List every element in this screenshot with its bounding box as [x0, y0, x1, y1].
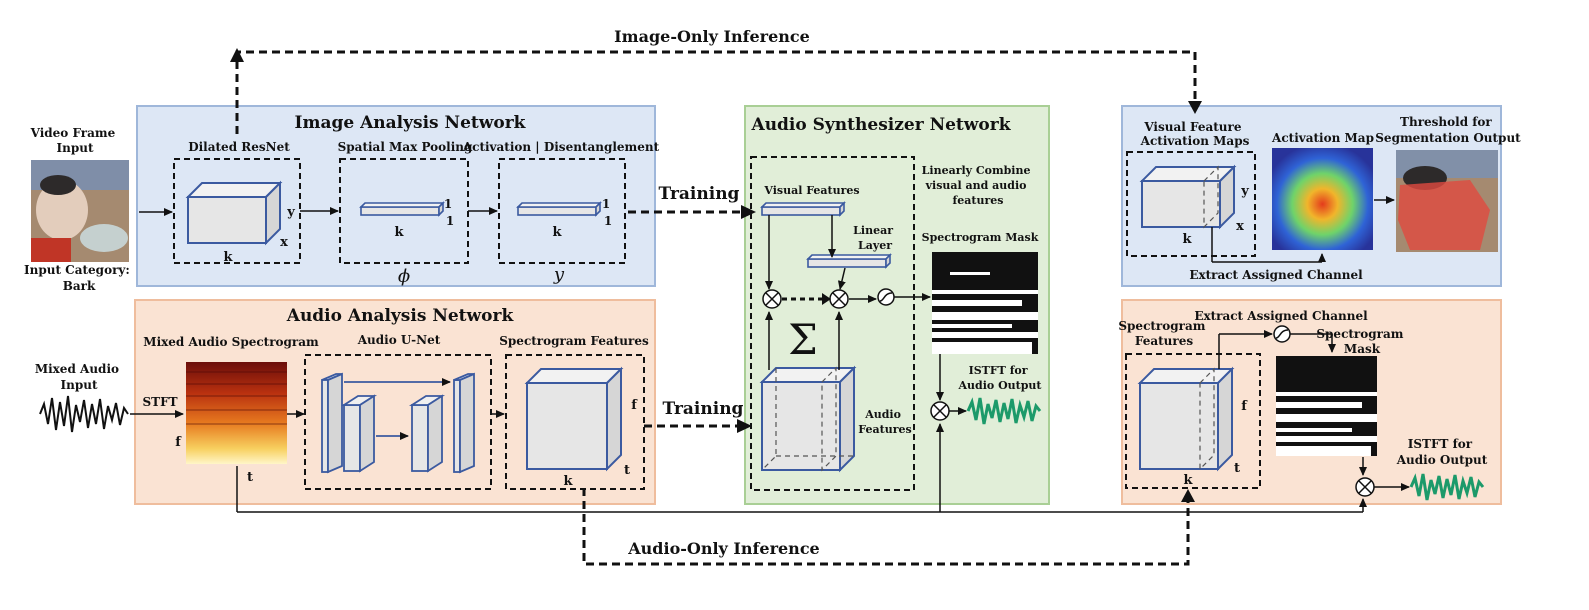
- video-frame-input-label: Video Frame Input: [30, 126, 120, 155]
- dilated-resnet-box: [173, 158, 301, 264]
- audio-only-inference-arrow: [582, 488, 1190, 566]
- training-label-audio: Training: [663, 399, 744, 419]
- specfeat-dim-f: f: [631, 398, 638, 413]
- image-net-title: Image Analysis Network: [295, 113, 527, 133]
- unet-blocks: [321, 372, 475, 474]
- synth-net-title: Audio Synthesizer Network: [751, 115, 1012, 135]
- image-only-inference-label: Image-Only Inference: [614, 27, 810, 46]
- sum-symbol: Σ: [788, 315, 818, 364]
- segmentation-output-image: [1396, 150, 1498, 252]
- audio-net-title: Audio Analysis Network: [286, 306, 515, 326]
- training-label-image: Training: [659, 184, 740, 204]
- synth-istft-label: ISTFT for Audio Output: [958, 364, 1043, 392]
- y-symbol: y: [553, 264, 565, 285]
- resnet-feature-cube: [185, 180, 283, 246]
- rt-dim-x: x: [1236, 219, 1244, 234]
- act-dim-1b: 1: [604, 214, 612, 228]
- spec-features-cube: [524, 366, 624, 472]
- audio-only-inference-label: Audio-Only Inference: [627, 539, 819, 558]
- phi-symbol: ϕ: [398, 266, 410, 287]
- threshold-label: Threshold for Segmentation Output: [1375, 115, 1521, 145]
- rb-spec-features-label: Spectrogram Features: [1118, 319, 1209, 348]
- rb-dim-t: t: [1234, 461, 1240, 476]
- rb-spectrogram-mask: [1276, 356, 1377, 456]
- act-dim-1a: 1: [602, 197, 610, 211]
- visual-activation-maps-label: Visual Feature Activation Maps: [1140, 120, 1250, 148]
- pooled-vector: [359, 201, 445, 217]
- audio-features-label: Audio Features: [858, 408, 911, 436]
- spatial-max-pooling-label: Spatial Max Pooling: [338, 140, 473, 154]
- rb-spec-mask-label: Spectrogram Mask: [1316, 327, 1407, 356]
- unet-box: [304, 354, 492, 490]
- rb-dim-f: f: [1241, 399, 1248, 414]
- dilated-resnet-label: Dilated ResNet: [188, 140, 290, 154]
- pool-dim-1a: 1: [444, 197, 452, 211]
- specfeat-dim-t: t: [624, 463, 630, 478]
- multiply-node-1: [762, 289, 782, 309]
- synth-audio-features-cube: [759, 365, 857, 473]
- act-dim-k: k: [552, 225, 562, 240]
- multiply-node-2: [829, 289, 849, 309]
- rb-istft-label: ISTFT for Audio Output: [1396, 437, 1488, 467]
- spec-dim-t: t: [247, 470, 253, 485]
- image-only-inference-arrow: [235, 50, 1197, 134]
- rt-dim-k: k: [1182, 232, 1192, 247]
- linearly-combine-label: Linearly Combine visual and audio featur…: [922, 164, 1035, 207]
- rb-spec-features-cube: [1137, 366, 1235, 472]
- resnet-dim-k: k: [223, 250, 233, 265]
- linear-layer-vector: [806, 253, 892, 269]
- synth-multiply-node: [930, 401, 950, 421]
- activation-label: Activation | Disentanglement: [462, 140, 660, 154]
- rb-sigmoid-node: [1273, 325, 1291, 343]
- rb-output-waveform: [1409, 473, 1485, 501]
- pool-dim-k: k: [394, 225, 404, 240]
- activation-vector: [516, 201, 602, 217]
- activation-maps-box: [1126, 151, 1256, 257]
- synth-output-waveform: [966, 397, 1042, 425]
- activation-map-image: [1272, 148, 1373, 250]
- activation-map-label: Activation Map: [1271, 131, 1374, 145]
- activation-maps-cube: [1139, 164, 1237, 230]
- spectrogram-mask-label: Spectrogram Mask: [922, 231, 1039, 244]
- activation-box: [498, 158, 626, 264]
- resnet-dim-y: y: [286, 205, 295, 220]
- rb-spec-features-box: [1125, 353, 1261, 489]
- mixed-audio-waveform: [39, 395, 129, 433]
- rb-multiply-node: [1355, 477, 1375, 497]
- resnet-dim-x: x: [280, 235, 288, 250]
- video-frame-image: [31, 160, 129, 262]
- specfeat-dim-k: k: [563, 474, 573, 489]
- unet-label: Audio U-Net: [357, 333, 441, 347]
- mixed-spectrogram: [186, 362, 287, 464]
- synth-inner-box: [750, 156, 915, 491]
- stft-label: STFT: [142, 395, 177, 409]
- spec-features-box: [505, 354, 645, 490]
- sigmoid-node: [877, 288, 895, 306]
- mixed-spec-label: Mixed Audio Spectrogram: [143, 335, 319, 349]
- spec-dim-f: f: [175, 435, 182, 450]
- rt-extract-channel-label: Extract Assigned Channel: [1189, 268, 1363, 282]
- pool-dim-1b: 1: [446, 214, 454, 228]
- rt-dim-y: y: [1240, 184, 1249, 199]
- synth-spectrogram-mask: [932, 252, 1038, 354]
- linear-layer-label: Linear Layer: [853, 224, 897, 252]
- input-category-label: Input Category: Bark: [24, 263, 134, 293]
- visual-features-label: Visual Features: [763, 184, 859, 197]
- rb-extract-channel-label: Extract Assigned Channel: [1194, 309, 1368, 323]
- rb-dim-k: k: [1183, 473, 1193, 488]
- mixed-audio-input-label: Mixed Audio Input: [35, 362, 123, 392]
- synth-visual-vector: [760, 201, 846, 217]
- spec-features-label: Spectrogram Features: [499, 334, 649, 348]
